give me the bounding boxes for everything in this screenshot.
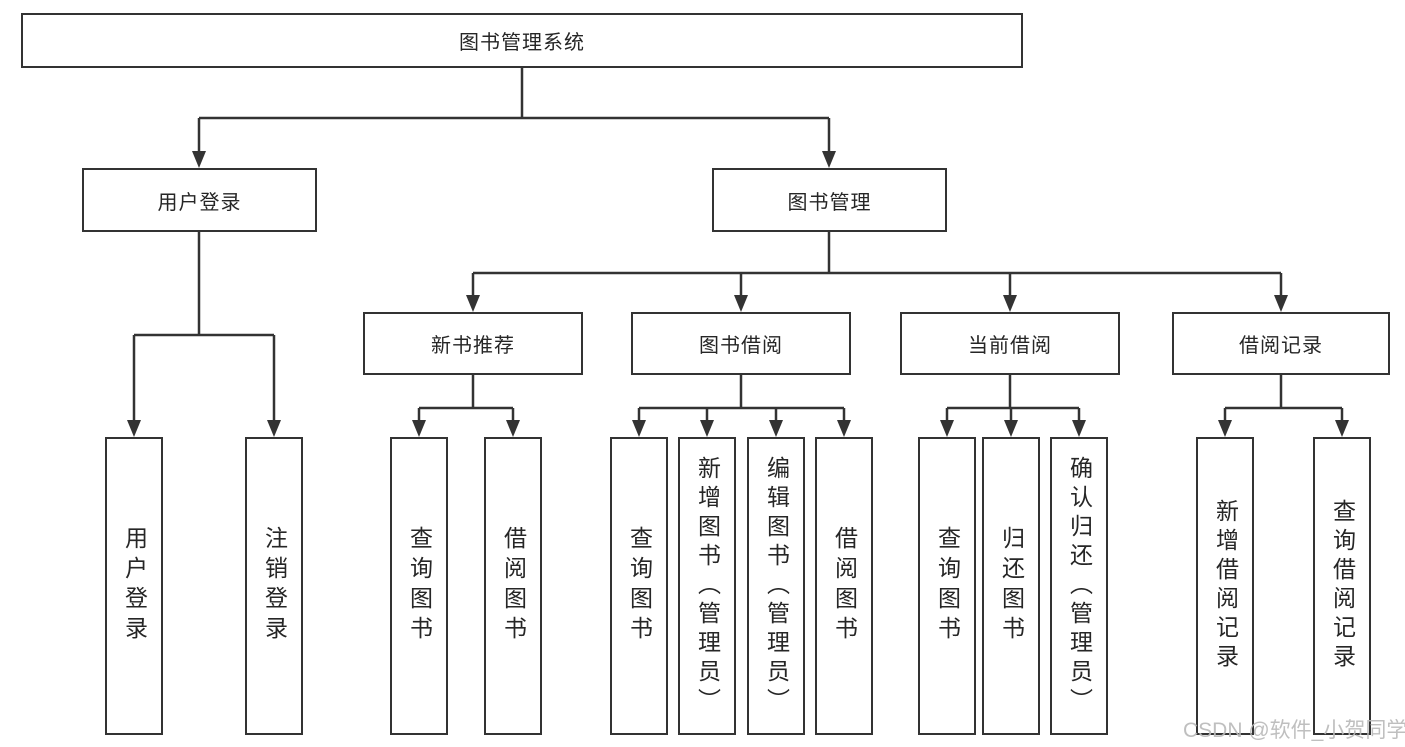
node-user-login-label: 用户登录	[157, 191, 242, 214]
leaf-add-borrow-record: 新增借阅记录	[1196, 437, 1254, 735]
leaf-edit-books-admin: 编辑图书（管理员）	[747, 437, 805, 735]
leaf-query-books-2-label: 查询图书	[626, 526, 653, 646]
node-user-login: 用户登录	[82, 168, 317, 232]
node-borrow-records: 借阅记录	[1172, 312, 1390, 375]
node-new-book-recommend: 新书推荐	[363, 312, 583, 375]
csdn-watermark: CSDN @软件_小贺同学	[1183, 719, 1405, 742]
node-book-borrow: 图书借阅	[631, 312, 851, 375]
leaf-add-borrow-record-label: 新增借阅记录	[1212, 499, 1239, 673]
node-borrow-records-label: 借阅记录	[1239, 335, 1323, 357]
node-book-management: 图书管理	[712, 168, 947, 232]
node-library-management-system-label: 图书管理系统	[459, 32, 585, 54]
leaf-logout-label: 注销登录	[261, 526, 288, 646]
node-library-management-system: 图书管理系统	[21, 13, 1023, 68]
leaf-borrow-books-2-label: 借阅图书	[831, 526, 858, 646]
leaf-query-borrow-record-label: 查询借阅记录	[1329, 499, 1356, 673]
leaf-return-books-label: 归还图书	[998, 526, 1025, 646]
node-current-borrow-label: 当前借阅	[968, 335, 1052, 357]
leaf-add-books-admin: 新增图书（管理员）	[678, 437, 736, 735]
leaf-query-books-3: 查询图书	[918, 437, 976, 735]
leaf-borrow-books-2: 借阅图书	[815, 437, 873, 735]
leaf-logout: 注销登录	[245, 437, 303, 735]
leaf-edit-books-admin-label: 编辑图书（管理员）	[763, 455, 790, 717]
node-current-borrow: 当前借阅	[900, 312, 1120, 375]
leaf-add-books-admin-label: 新增图书（管理员）	[694, 455, 721, 717]
leaf-borrow-books-1: 借阅图书	[484, 437, 542, 735]
leaf-query-books-3-label: 查询图书	[934, 526, 961, 646]
leaf-query-borrow-record: 查询借阅记录	[1313, 437, 1371, 735]
leaf-confirm-return-admin: 确认归还（管理员）	[1050, 437, 1108, 735]
leaf-query-books-1: 查询图书	[390, 437, 448, 735]
leaf-query-books-1-label: 查询图书	[406, 526, 433, 646]
leaf-return-books: 归还图书	[982, 437, 1040, 735]
node-book-management-label: 图书管理	[787, 191, 872, 214]
node-new-book-recommend-label: 新书推荐	[431, 335, 515, 357]
leaf-confirm-return-admin-label: 确认归还（管理员）	[1066, 455, 1093, 717]
leaf-user-login: 用户登录	[105, 437, 163, 735]
node-book-borrow-label: 图书借阅	[699, 335, 783, 357]
leaf-user-login-label: 用户登录	[121, 526, 148, 646]
leaf-query-books-2: 查询图书	[610, 437, 668, 735]
leaf-borrow-books-1-label: 借阅图书	[500, 526, 527, 646]
